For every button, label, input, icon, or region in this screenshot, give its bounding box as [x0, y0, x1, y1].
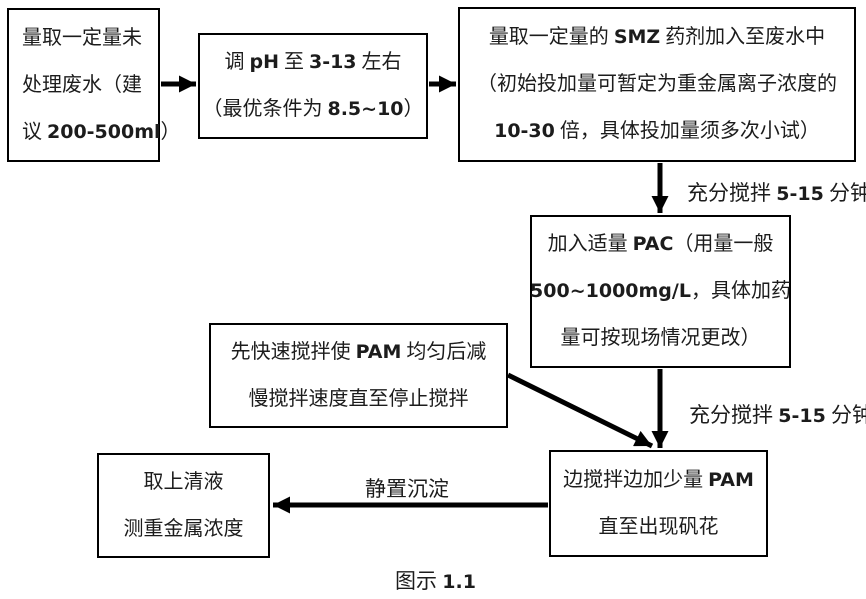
node-line: 500~1000mg/L，具体加药 [530, 280, 791, 302]
edge-label-stir-after-smz: 充分搅拌 5-15 分钟 [687, 181, 866, 205]
node-add-pac: 加入适量 PAC（用量一般 500~1000mg/L，具体加药 量可按现场情况更… [530, 215, 791, 368]
node-line: 慢搅拌速度直至停止搅拌 [248, 387, 469, 410]
edge-label-settle: 静置沉淀 [365, 477, 449, 501]
node-line: （最优条件为 8.5~10） [202, 98, 424, 120]
node-line: （初始投加量可暂定为重金属离子浓度的 [477, 73, 837, 95]
node-line: 加入适量 PAC（用量一般 [547, 233, 774, 255]
node-line: 测重金属浓度 [123, 517, 244, 540]
edge-label-stir-after-pac: 充分搅拌 5-15 分钟 [689, 403, 866, 427]
node-line: 处理废水（建 [22, 73, 142, 96]
node-pam-stir-rule: 先快速搅拌使 PAM 均匀后减 慢搅拌速度直至停止搅拌 [209, 323, 508, 428]
node-line: 议 200-500ml） [22, 120, 181, 143]
arrow-stir-rule-to-pam [506, 372, 654, 449]
node-line: 量可按现场情况更改） [560, 327, 761, 349]
node-line: 10-30 倍，具体投加量须多次小试） [494, 120, 820, 142]
node-line: 先快速搅拌使 PAM 均匀后减 [230, 340, 487, 363]
node-line: 取上清液 [143, 470, 224, 493]
node-take-supernatant: 取上清液 测重金属浓度 [97, 453, 270, 558]
node-add-pam: 边搅拌边加少量 PAM 直至出现矾花 [549, 450, 768, 557]
node-line: 直至出现矾花 [598, 515, 719, 538]
node-adjust-ph: 调 pH 至 3-13 左右 （最优条件为 8.5~10） [198, 33, 428, 139]
node-line: 量取一定量未 [22, 26, 142, 49]
node-line: 调 pH 至 3-13 左右 [224, 51, 402, 73]
node-add-smz: 量取一定量的 SMZ 药剂加入至废水中 （初始投加量可暂定为重金属离子浓度的 1… [458, 7, 856, 162]
node-line: 量取一定量的 SMZ 药剂加入至废水中 [488, 26, 826, 48]
node-line: 边搅拌边加少量 PAM [563, 468, 754, 491]
node-measure-wastewater: 量取一定量未 处理废水（建 议 200-500ml） [7, 8, 181, 162]
figure-caption: 图示 1.1 [395, 569, 476, 593]
